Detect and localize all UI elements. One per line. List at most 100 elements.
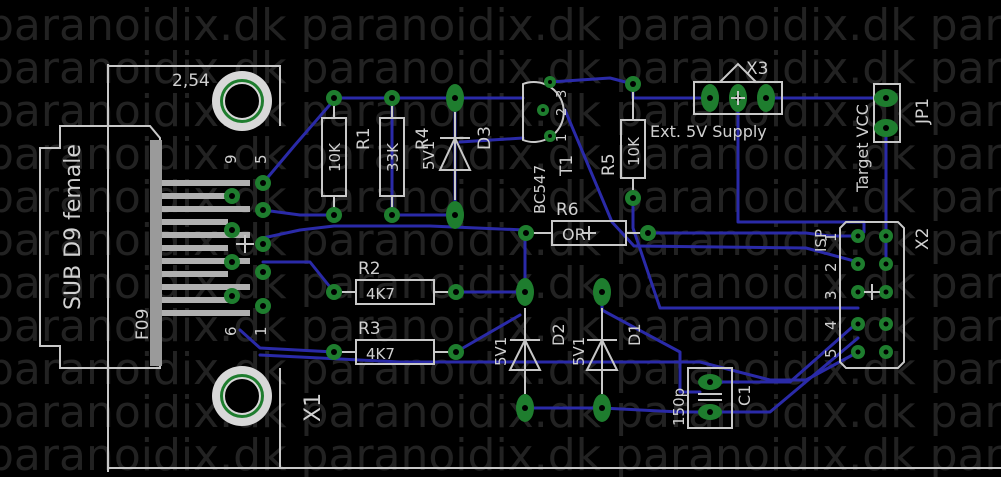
- t1-type: BC547: [531, 165, 549, 214]
- r2-value: 4K7: [366, 285, 395, 303]
- t1-pin1: 1: [555, 134, 570, 142]
- isp-pin2: 2: [822, 262, 840, 272]
- transistor-t1: 1 2 3 BC547 T1: [522, 76, 577, 214]
- pin-finger: [162, 245, 228, 251]
- x2-name: X2: [913, 228, 933, 250]
- pin-finger: [162, 297, 228, 303]
- resistor-body: [355, 339, 435, 365]
- x1-label: X1: [301, 393, 326, 422]
- capacitor-outline: [687, 367, 733, 429]
- isp-pin3: 3: [822, 290, 840, 300]
- isp-pin1: 1: [822, 232, 840, 242]
- r5-value: 10K: [625, 136, 643, 166]
- r4-value: 10K: [326, 142, 344, 172]
- trace: [238, 328, 336, 354]
- pin-finger: [162, 258, 250, 264]
- f09-label: F09: [133, 309, 153, 340]
- trace: [631, 198, 860, 310]
- d2-value: 5V1: [492, 337, 510, 366]
- connector-outline: [108, 65, 281, 126]
- r6-value: OR: [562, 225, 586, 244]
- connector-body: [39, 125, 150, 369]
- isp-label: ISP: [812, 229, 830, 252]
- c1-value: 150p: [670, 388, 688, 426]
- resistor-r5: 10K R5: [599, 76, 646, 206]
- r4-name: R4: [413, 127, 433, 150]
- header-outline: [693, 81, 783, 115]
- header-x2-isp: ISP 1 2 3 4 5 X2: [812, 221, 933, 369]
- d3-value: 5V1: [420, 141, 438, 170]
- header-outline: [839, 221, 905, 369]
- r2-name: R2: [358, 259, 381, 279]
- trace: [736, 96, 866, 234]
- pin-comb: [150, 140, 162, 366]
- pin9-label: 9: [222, 154, 240, 164]
- trace: [646, 231, 860, 238]
- isp-pin4: 4: [822, 320, 840, 330]
- jp1-name: JP1: [913, 98, 933, 125]
- t1-pin2: 2: [555, 108, 570, 116]
- trace: [261, 224, 527, 240]
- pin-finger: [162, 232, 250, 238]
- resistor-body: [551, 220, 627, 246]
- x3-name: X3: [746, 59, 768, 79]
- resistor-r1: 33K R4: [379, 90, 433, 223]
- ext-supply-label: Ext. 5V Supply: [650, 122, 767, 141]
- transistor-outline: [522, 81, 565, 143]
- pin-finger: [162, 206, 250, 212]
- resistor-body: [355, 279, 435, 305]
- trace: [548, 76, 635, 86]
- pin5-label: 5: [252, 154, 270, 164]
- d3-name: D3: [475, 126, 495, 150]
- d1-name: D1: [625, 324, 644, 347]
- trace: [454, 313, 522, 354]
- trace: [563, 108, 860, 264]
- pin-finger: [162, 193, 228, 199]
- pin-finger: [162, 219, 228, 225]
- pin6-label: 6: [222, 326, 240, 336]
- d1-value: 5V1: [570, 337, 588, 366]
- d2-name: D2: [549, 324, 568, 347]
- trace: [523, 336, 860, 414]
- r6-name: R6: [556, 200, 579, 220]
- trace: [458, 136, 525, 144]
- r1-value: 33K: [384, 142, 402, 172]
- r3-name: R3: [358, 319, 381, 339]
- target-vcc-label: Target VCC: [853, 104, 872, 193]
- resistor-body: [620, 119, 646, 179]
- diode-d1: 5V1 D1: [570, 278, 644, 422]
- resistor-body: [379, 117, 405, 197]
- connector-name-label: SUB D9 female: [61, 144, 86, 310]
- t1-name: T1: [557, 155, 577, 177]
- t1-pin3: 3: [555, 90, 570, 98]
- resistor-r2: 4K7 R2: [326, 259, 464, 305]
- trace: [708, 320, 860, 384]
- jumper-jp1: JP1 Target VCC: [853, 83, 933, 193]
- diode-d3: 5V1 D3: [420, 84, 495, 229]
- header-marker: [719, 62, 757, 83]
- trace: [258, 350, 860, 382]
- r5-name: R5: [599, 153, 619, 176]
- pin-finger: [162, 284, 250, 290]
- trace: [631, 82, 702, 100]
- trace: [261, 98, 336, 185]
- resistor-r4: 10K R1: [321, 90, 374, 223]
- r3-value: 4K7: [366, 345, 395, 363]
- pin-finger: [162, 271, 228, 277]
- isp-pin5: 5: [822, 348, 840, 358]
- db9-connector: 2,54 SUB D9 female F09 9 5 6 1 X1: [39, 65, 326, 468]
- diode-d2: 5V1 D2: [492, 278, 568, 422]
- mounting-hole: [223, 82, 261, 120]
- pin-finger: [162, 180, 250, 186]
- mounting-hole: [223, 377, 261, 415]
- capacitor-c1: 150p C1: [670, 367, 754, 429]
- c1-name: C1: [735, 385, 754, 406]
- jumper-outline: [873, 83, 901, 143]
- pin1-label: 1: [252, 326, 270, 336]
- resistor-r6: OR R6: [518, 200, 656, 246]
- resistor-r3: 4K7 R3: [326, 319, 464, 365]
- pitch-label: 2,54: [172, 71, 210, 91]
- resistor-body: [321, 117, 347, 197]
- header-x3: X3 Ext. 5V Supply: [650, 59, 783, 141]
